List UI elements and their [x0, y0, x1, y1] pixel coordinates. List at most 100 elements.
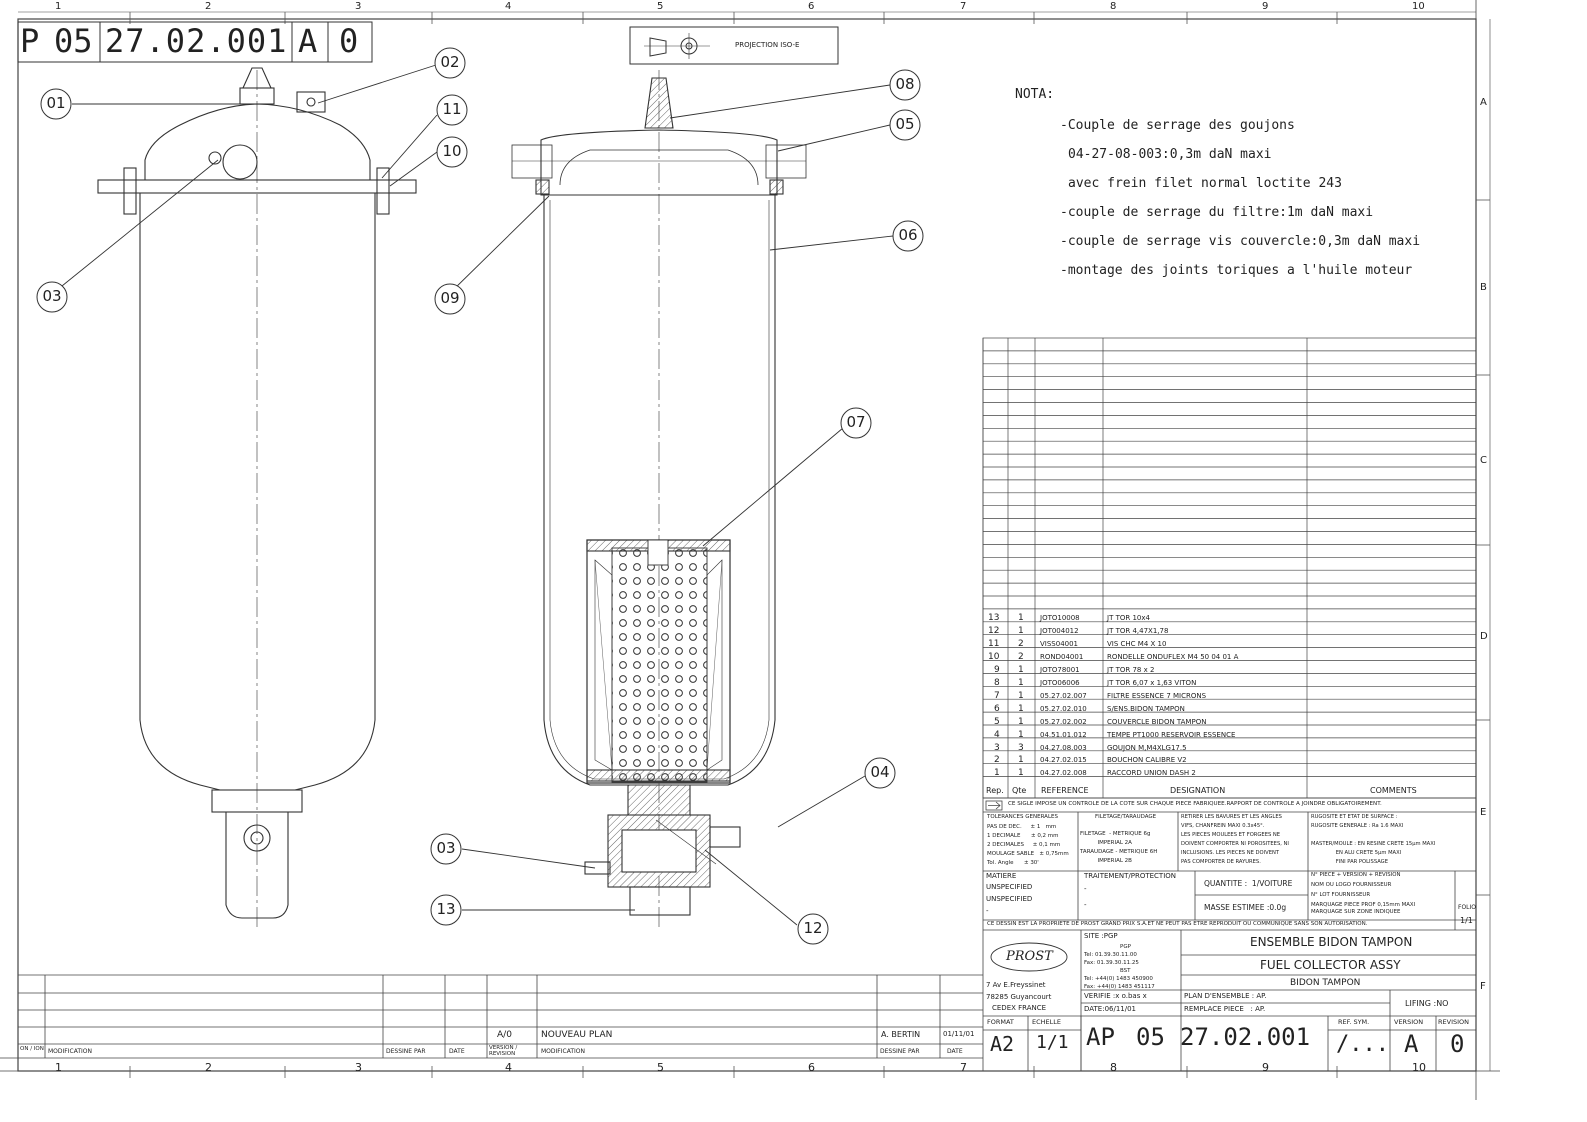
version-value: A: [1404, 1030, 1419, 1058]
title-block-lines: [982, 797, 1477, 1072]
grid-col-label: 8: [1110, 1061, 1117, 1074]
revision-header: DESSINE PAR: [880, 1048, 920, 1055]
balloon-circle: [434, 47, 466, 79]
part-prefix: P: [20, 22, 40, 60]
title-main: ENSEMBLE BIDON TAMPON: [1250, 935, 1413, 949]
grid-col-label: 2: [205, 1, 212, 12]
grid-col-label: 3: [355, 1, 362, 12]
piece-marking: N° LOT FOURNISSEUR: [1311, 892, 1371, 898]
balloon-number: 02: [440, 53, 460, 71]
grid-col-label: 6: [808, 1061, 815, 1074]
revision-header: VERSION / REVISION: [489, 1045, 518, 1057]
bom-qte: 1: [1018, 690, 1024, 701]
bavures-line: PAS COMPORTER DE RAYURES.: [1181, 859, 1261, 865]
grid-col-label: 10: [1412, 1061, 1426, 1074]
revision-header: DATE: [449, 1048, 465, 1055]
bom-header-reference: REFERENCE: [1041, 786, 1089, 795]
piece-marking: MARQUAGE SUR ZONE INDIQUEE: [1311, 909, 1401, 915]
bom-reference: VISS04001: [1040, 639, 1079, 648]
format-value: A2: [990, 1032, 1015, 1056]
bom-designation: JT TOR 78 x 2: [1107, 665, 1155, 674]
bom-reference: JOTO78001: [1040, 665, 1080, 674]
bom-reference: 04.51.01.012: [1040, 730, 1087, 739]
bom-reference: 05.27.02.010: [1040, 704, 1087, 713]
revision-drawn-by: A. BERTIN: [881, 1030, 921, 1039]
revision-date: 01/11/01: [943, 1030, 975, 1038]
grid-row-label: F: [1480, 981, 1486, 992]
tolerances-line: MOULAGE SABLE ± 0,75mm: [987, 851, 1069, 857]
part-number: 27.02.001: [105, 22, 288, 60]
tolerances-line: 1 DECIMALE ± 0,2 mm: [987, 833, 1059, 839]
bom-header-qte: Qte: [1012, 786, 1027, 795]
balloon-number: 03: [436, 839, 456, 857]
nota-line: -couple de serrage vis couvercle:0,3m da…: [1060, 234, 1421, 249]
balloon-circle: [840, 407, 872, 439]
rugosite-line: FINI PAR POLISSAGE: [1311, 859, 1388, 865]
part-version: A: [298, 22, 318, 60]
site: SITE :PGP: [1084, 932, 1118, 940]
tolerances-title: TOLERANCES GENERALES: [987, 814, 1058, 820]
verifie: VERIFIE :x o.bas x: [1084, 992, 1147, 1000]
tolerances-line: 2 DECIMALES ± 0,1 mm: [987, 842, 1061, 848]
site-line: PGP: [1120, 944, 1131, 950]
revision-mark: A/0: [497, 1030, 512, 1040]
revision-value: 0: [1450, 1030, 1465, 1058]
title-short: BIDON TAMPON: [1290, 978, 1361, 988]
bom-rep: 8: [994, 677, 1000, 688]
bom-rep: 3: [994, 742, 1000, 753]
grid-col-label: 5: [657, 1061, 664, 1074]
traitement-title: TRAITEMENT/PROTECTION: [1084, 872, 1177, 880]
grid-row-label: E: [1480, 807, 1487, 818]
bom-designation: S/ENS.BIDON TAMPON: [1107, 704, 1185, 713]
code-group: 05: [1136, 1023, 1165, 1051]
filetage-line: IMPERIAL 2B: [1080, 858, 1132, 864]
company-logo: PROST: [1006, 949, 1053, 964]
balloon-circle: [40, 88, 72, 120]
grid-col-label: 4: [505, 1, 512, 12]
bavures-line: RETIRER LES BAVURES ET LES ANGLES: [1181, 814, 1282, 820]
bom-reference: ROND04001: [1040, 652, 1084, 661]
bom-qte: 1: [1018, 613, 1024, 623]
rugosite-line: MASTER/MOULE : EN RESINE CRETE 15µm MAXI: [1311, 841, 1436, 847]
grid-col-label: 2: [205, 1061, 212, 1074]
matiere-title: MATIERE: [986, 872, 1017, 880]
balloon-circle: [892, 220, 924, 252]
folio-value: 1/1: [1460, 916, 1473, 925]
bom-rep: 1: [994, 768, 1000, 779]
bom-designation: JT TOR 10x4: [1107, 614, 1150, 622]
grid-ticks: [129, 12, 1490, 1078]
grid-row-label: D: [1480, 631, 1488, 642]
address-line: CEDEX FRANCE: [992, 1004, 1047, 1012]
date: DATE:06/11/01: [1084, 1005, 1137, 1013]
projection-label: PROJECTION ISO-E: [735, 41, 800, 49]
rugosite-line: RUGOSITE ET ETAT DE SURFACE :: [1311, 814, 1398, 820]
grid-col-label: 9: [1262, 1061, 1269, 1074]
traitement-value: -: [1084, 885, 1087, 893]
balloon-circle: [889, 69, 921, 101]
balloon-number: 06: [898, 226, 918, 244]
bom-reference: 04.27.02.008: [1040, 769, 1087, 778]
bom-designation: FILTRE ESSENCE 7 MICRONS: [1107, 691, 1207, 700]
header-boxes: [17, 21, 373, 63]
nota-line: -montage des joints toriques a l'huile m…: [1060, 263, 1413, 278]
remplace-piece: REMPLACE PIECE : AP.: [1184, 1005, 1266, 1013]
bom-qte: 1: [1018, 677, 1024, 688]
external-view: [97, 67, 417, 930]
grid-col-label: 1: [55, 1, 62, 12]
proprietary-notice: CE DESSIN EST LA PROPRIETE DE PROST GRAN…: [987, 921, 1368, 927]
grid-col-label: 9: [1262, 1, 1269, 12]
bom-rep: 9: [994, 664, 1000, 675]
nota-line: -Couple de serrage des goujons: [1060, 118, 1295, 133]
bom-qte: 1: [1018, 664, 1024, 675]
balloon-number: 04: [870, 763, 890, 781]
bom-header-comments: COMMENTS: [1370, 786, 1417, 795]
bom-qte: 1: [1018, 703, 1024, 714]
bom-designation: RACCORD UNION DASH 2: [1107, 769, 1196, 778]
grid-col-label: 5: [657, 1, 664, 12]
bom-qte: 1: [1018, 625, 1024, 636]
grid-row-label: C: [1480, 455, 1487, 466]
filetage-line: FILETAGE - METRIQUE 6g: [1080, 831, 1151, 837]
bom-designation: TEMPE PT1000 RESERVOIR ESSENCE: [1107, 730, 1236, 739]
code-number: 27.02.001: [1180, 1023, 1311, 1051]
bom-designation: BOUCHON CALIBRE V2: [1107, 756, 1187, 765]
